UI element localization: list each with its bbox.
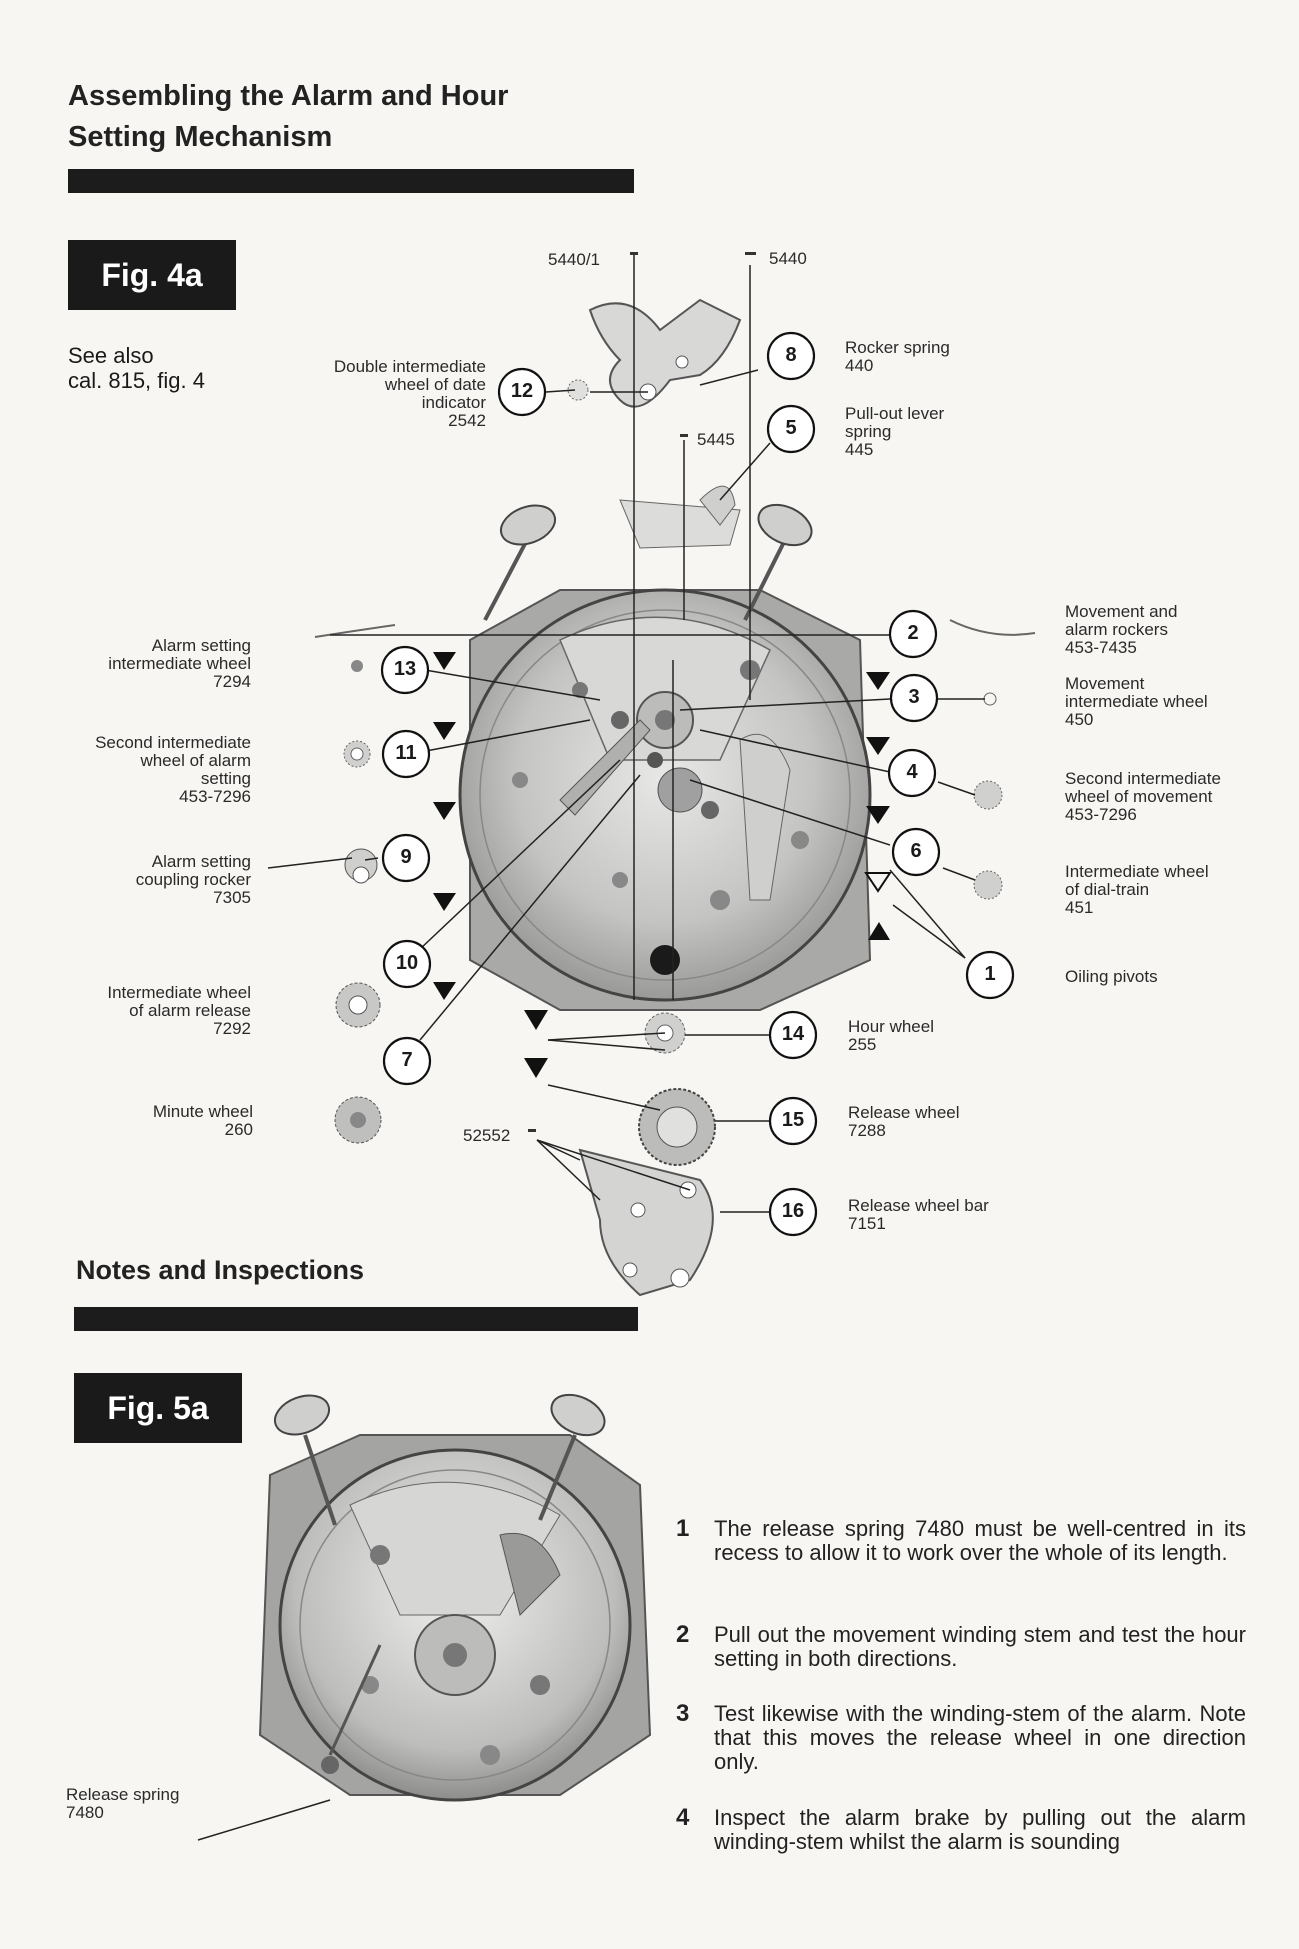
label-oiling-pivots: Oiling pivots [1065,967,1158,986]
oil-arrows [433,652,892,1078]
callout-8: 8 [785,344,797,366]
callout-11: 11 [395,742,417,764]
rocker-assembly [567,298,742,549]
callout-9: 9 [400,846,412,868]
see-also: See also cal. 815, fig. 4 [68,343,205,393]
heading-rule [68,169,634,193]
loose-parts-left [314,624,396,1144]
fig-5a-illustration [258,1393,652,1802]
callout-6: 6 [910,840,922,862]
notes-title: Notes and Inspections [76,1255,365,1285]
part-5440-1: 5440/1 [548,250,600,269]
callout-4: 4 [906,761,918,783]
title-line-1: Assembling the Alarm and Hour [68,80,509,112]
part-5445: 5445 [697,430,735,449]
callout-2: 2 [907,622,919,644]
notes-rule [74,1307,638,1331]
fig-4a-label: Fig. 4a [68,240,236,310]
loose-parts-right [949,619,1036,900]
winding-crowns [483,503,813,621]
screw-markers [528,252,756,1132]
fig-5a-label: Fig. 5a [74,1373,242,1443]
leader-lines [197,255,985,1841]
part-5440: 5440 [769,249,807,268]
movement-illustration [458,588,872,1011]
label-release-spring: Release spring 7480 [66,1785,180,1822]
callout-14: 14 [781,1023,805,1045]
title-line-2: Setting Mechanism [68,121,333,153]
callout-3: 3 [908,686,920,708]
callout-12: 12 [510,380,534,402]
page-title: Assembling the Alarm and Hour Setting Me… [68,76,508,158]
callout-7: 7 [401,1049,413,1071]
callout-13: 13 [393,658,417,680]
callout-15: 15 [781,1109,805,1131]
callout-1: 1 [984,963,996,985]
part-52552: 52552 [463,1126,511,1145]
callout-16: 16 [781,1200,805,1222]
callout-5: 5 [785,417,797,439]
callout-circles [380,331,1015,1237]
callout-10: 10 [395,952,419,974]
